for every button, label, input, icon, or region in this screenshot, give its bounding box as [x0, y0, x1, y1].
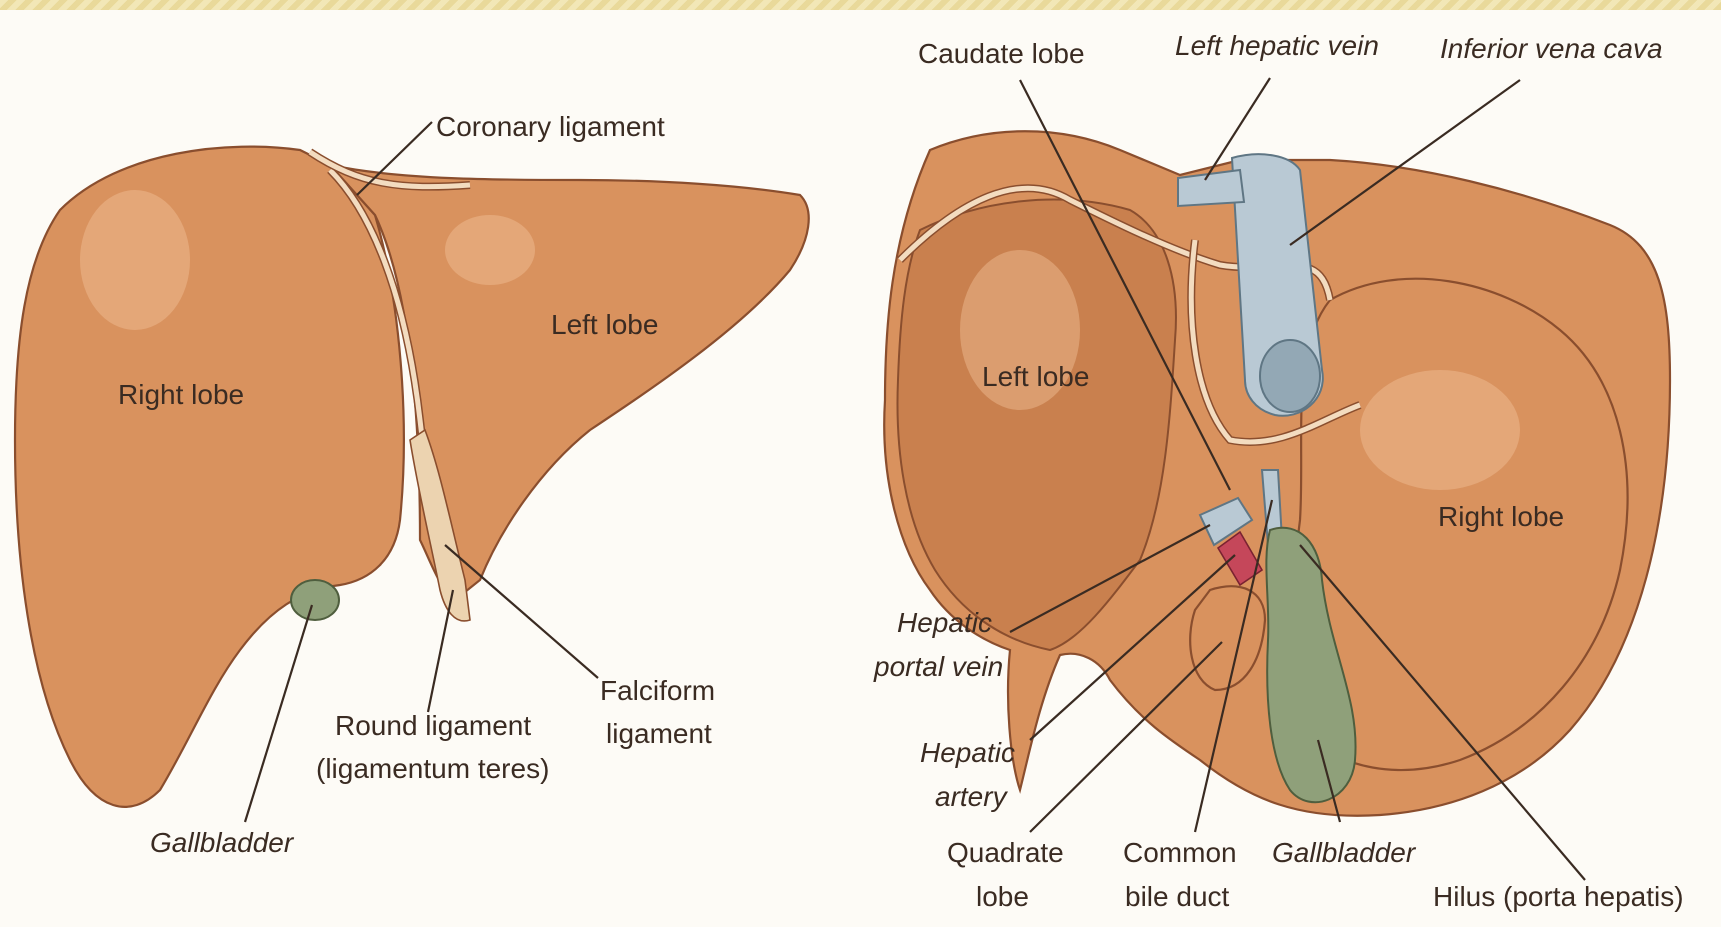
quadrate-lobe-label-1: Quadrate — [947, 837, 1064, 868]
anterior-gallbladder-shape — [291, 580, 339, 620]
posterior-view: Caudate lobe Left hepatic vein Inferior … — [873, 30, 1684, 912]
common-bile-duct-label-1: Common — [1123, 837, 1237, 868]
anterior-gallbladder-label: Gallbladder — [150, 827, 295, 858]
hepatic-artery-label-1: Hepatic — [920, 737, 1015, 768]
round-ligament-label-1: Round ligament — [335, 710, 531, 741]
common-bile-duct-label-2: bile duct — [1125, 881, 1230, 912]
inferior-vena-cava-label: Inferior vena cava — [1440, 33, 1663, 64]
round-ligament-label-2: (ligamentum teres) — [316, 753, 549, 784]
hepatic-portal-vein-label-1: Hepatic — [897, 607, 992, 638]
quadrate-lobe-label-2: lobe — [976, 881, 1029, 912]
posterior-right-lobe-highlight — [1360, 370, 1520, 490]
anterior-left-lobe-label: Left lobe — [551, 309, 658, 340]
anterior-left-lobe-highlight — [445, 215, 535, 285]
inferior-vena-cava-opening — [1260, 340, 1320, 412]
falciform-ligament-label-2: ligament — [606, 718, 712, 749]
posterior-gallbladder-label: Gallbladder — [1272, 837, 1417, 868]
round-ligament-leader — [428, 590, 453, 712]
hepatic-artery-label-2: artery — [935, 781, 1009, 812]
caudate-lobe-label: Caudate lobe — [918, 38, 1085, 69]
hilus-label: Hilus (porta hepatis) — [1433, 881, 1684, 912]
coronary-ligament-label: Coronary ligament — [436, 111, 665, 142]
hepatic-portal-vein-label-2: portal vein — [873, 651, 1003, 682]
anterior-right-lobe-shape — [15, 147, 404, 807]
anterior-right-lobe-label: Right lobe — [118, 379, 244, 410]
left-hepatic-vein-label: Left hepatic vein — [1175, 30, 1379, 61]
anterior-right-lobe-highlight — [80, 190, 190, 330]
falciform-ligament-label-1: Falciform — [600, 675, 715, 706]
posterior-right-lobe-label: Right lobe — [1438, 501, 1564, 532]
anterior-view: Coronary ligament Right lobe Left lobe F… — [15, 111, 809, 858]
anterior-gallbladder-leader — [245, 605, 312, 822]
posterior-left-lobe-label: Left lobe — [982, 361, 1089, 392]
